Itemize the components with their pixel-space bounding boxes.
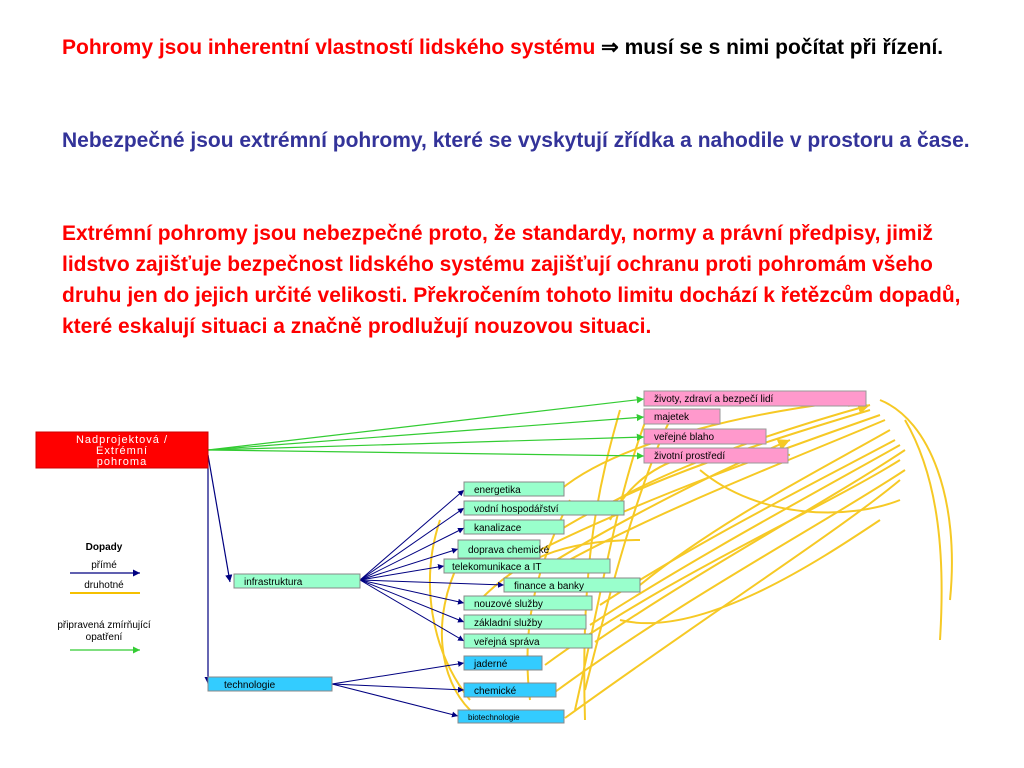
root-line-3: pohroma: [97, 456, 147, 468]
root-branch-arrows: [204, 454, 233, 684]
root-line-1: Nadprojektová /: [76, 434, 168, 446]
infrastructure-node: infrastruktura: [233, 573, 361, 589]
paragraph-disasters-inherent: Pohromy jsou inherentní vlastností lidsk…: [62, 32, 982, 63]
target-environment: životní prostředí: [654, 451, 725, 462]
sector-telecom: telekomunikace a IT: [452, 562, 542, 573]
sector-water: vodní hospodářství: [474, 504, 559, 515]
tech-chemical: chemické: [474, 686, 517, 697]
paragraph-standards-limit: Extrémní pohromy jsou nebezpečné proto, …: [62, 222, 961, 338]
sector-emergency: nouzové služby: [474, 599, 543, 610]
tech-nuclear: jaderné: [473, 659, 508, 670]
p1-black-text: musí se s nimi počítat při řízení.: [624, 36, 944, 59]
tech-biotech: biotechnologie: [468, 713, 520, 722]
legend-title: Dopady: [86, 542, 123, 553]
sector-energy: energetika: [474, 485, 521, 496]
tech-branch-arrows: [331, 660, 465, 718]
technology-sectors: jaderné chemické biotechnologie: [457, 655, 565, 724]
target-public-welfare: veřejné blaho: [654, 432, 714, 443]
sector-public-admin: veřejná správa: [474, 637, 540, 648]
infra-branch-arrows: [359, 489, 505, 642]
target-property: majetek: [654, 412, 690, 423]
sector-sewerage: kanalizace: [474, 523, 522, 534]
legend-mitigation-line-1: připravená zmírňující: [57, 620, 151, 631]
p1-red-text: Pohromy jsou inherentní vlastností lidsk…: [62, 36, 596, 59]
svg-text:technologie: technologie: [224, 680, 276, 691]
root-line-2: Extrémní: [96, 445, 148, 457]
legend: Dopady přímé druhotné připravená zmírňuj…: [57, 542, 151, 654]
infrastructure-sectors: energetika vodní hospodářství kanalizace…: [443, 481, 641, 649]
legend-mitigation-line-2: opatření: [86, 632, 123, 643]
legend-direct: přímé: [91, 560, 117, 571]
implies-arrow: ⇒: [595, 36, 625, 59]
legend-secondary: druhotné: [84, 580, 124, 591]
direct-targets: životy, zdraví a bezpečí lidí majetek ve…: [643, 390, 867, 464]
sector-finance: finance a banky: [514, 581, 584, 592]
target-life-health: životy, zdraví a bezpečí lidí: [654, 394, 774, 405]
root-node-extreme-disaster: Nadprojektová / Extrémní pohroma: [35, 431, 209, 469]
paragraph-extreme-disasters: Nebezpečné jsou extrémní pohromy, které …: [62, 129, 970, 152]
sector-transport: doprava chemické: [468, 545, 550, 556]
direct-impact-arrows: [207, 396, 645, 460]
svg-text:infrastruktura: infrastruktura: [244, 577, 303, 588]
technology-node: technologie: [207, 676, 333, 692]
sector-basic-services: základní služby: [474, 618, 542, 629]
